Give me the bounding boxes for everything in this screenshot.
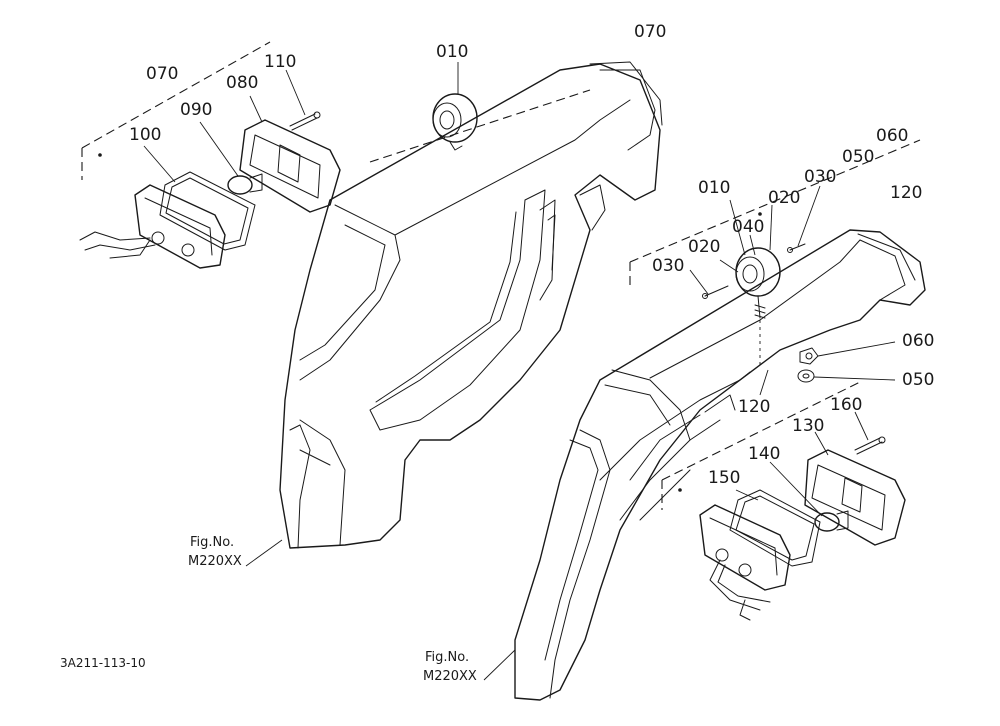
callout-right-020-top: 020 — [768, 188, 800, 208]
callout-right-150: 150 — [708, 468, 740, 488]
callout-left-070: 070 — [146, 64, 178, 84]
callout-left-090: 090 — [180, 100, 212, 120]
callout-right-050-mid: 050 — [902, 370, 934, 390]
callout-left-080: 080 — [226, 73, 258, 93]
callout-right-040: 040 — [732, 217, 764, 237]
callout-right-020-mid: 020 — [688, 237, 720, 257]
right-fender — [514, 229, 926, 701]
right-lamp-assembly — [661, 381, 906, 621]
fig-ref-left-line1: Fig.No. — [190, 535, 234, 550]
left-fender — [279, 61, 663, 549]
fig-ref-right-line2: M220XX — [423, 669, 477, 684]
fig-ref-left-line2: M220XX — [188, 554, 242, 569]
callout-right-060-top: 060 — [876, 126, 908, 146]
callout-right-060-mid: 060 — [902, 331, 934, 351]
callout-labels: 070 110 080 090 100 010 070 060 050 010 … — [129, 22, 934, 488]
callout-top-010: 010 — [436, 42, 468, 62]
callout-right-010: 010 — [698, 178, 730, 198]
callout-left-100: 100 — [129, 125, 161, 145]
callout-right-120-top: 120 — [890, 183, 922, 203]
right-work-lamp-assembly — [629, 139, 921, 396]
callout-left-110: 110 — [264, 52, 296, 72]
left-lamp-assembly — [79, 41, 591, 269]
callout-right-120-mid: 120 — [738, 397, 770, 417]
work-lamp-top — [432, 62, 478, 151]
callout-right-130: 130 — [792, 416, 824, 436]
callout-right-160: 160 — [830, 395, 862, 415]
drawing-id: 3A211-113-10 — [60, 656, 146, 670]
callout-top-070: 070 — [634, 22, 666, 42]
callout-right-050-top: 050 — [842, 147, 874, 167]
callout-right-030-top: 030 — [804, 167, 836, 187]
callout-right-140: 140 — [748, 444, 780, 464]
callout-right-030-mid: 030 — [652, 256, 684, 276]
figure-references: Fig.No. M220XX Fig.No. M220XX — [188, 535, 477, 684]
fig-ref-right-line1: Fig.No. — [425, 650, 469, 665]
